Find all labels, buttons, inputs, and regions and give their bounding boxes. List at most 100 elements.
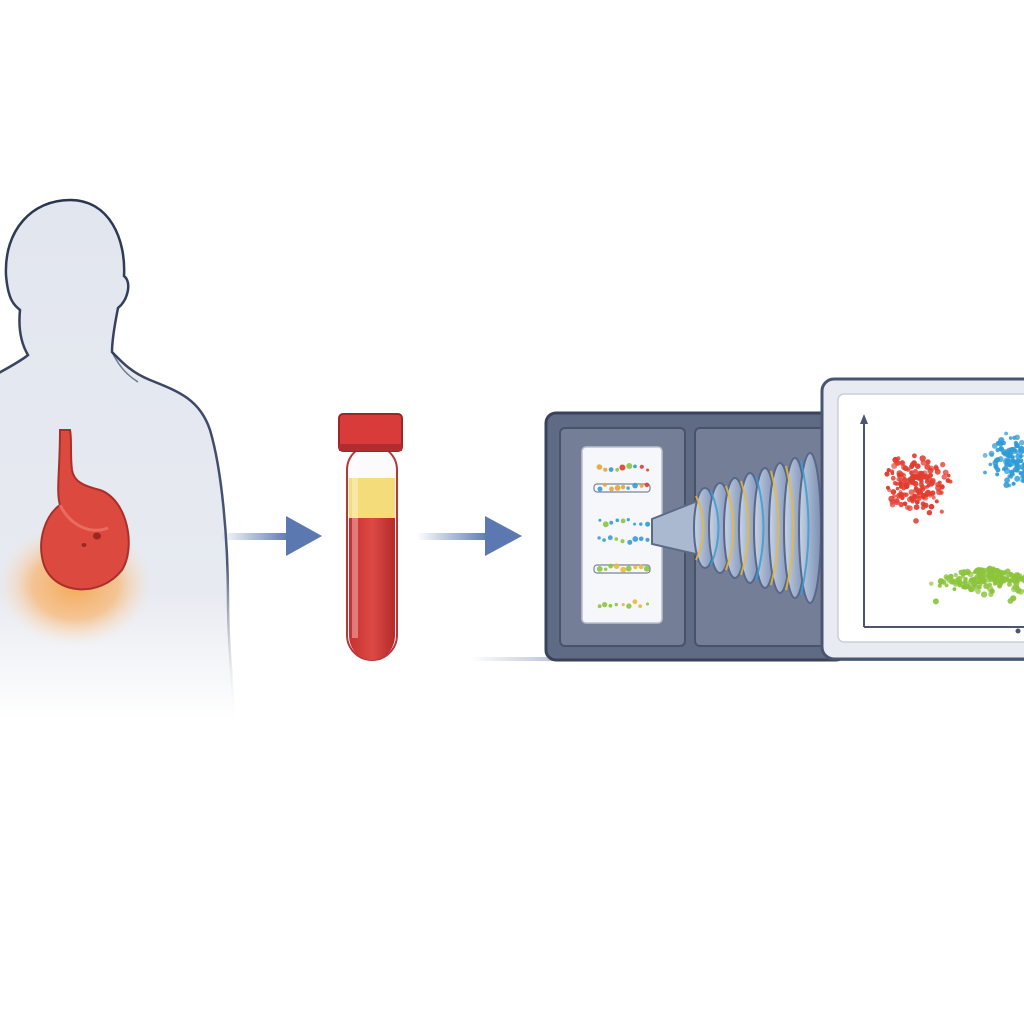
patient-body — [0, 198, 237, 722]
scatter-point-red — [906, 505, 913, 512]
scatter-point-green — [1011, 575, 1018, 582]
scatter-point-green — [975, 588, 981, 594]
patient-torso-stomach-icon — [0, 198, 237, 722]
scatter-point-red — [928, 465, 935, 472]
funnel-ring — [798, 452, 822, 604]
scatter-point-blue — [989, 453, 994, 457]
scatter-point-red — [913, 468, 918, 474]
stomach-icon — [40, 429, 130, 591]
scatter-point-blue — [1017, 448, 1023, 453]
scatter-point-red — [910, 495, 917, 502]
scatter-point-green — [982, 579, 987, 584]
scatter-point-blue — [1004, 461, 1010, 467]
scatter-point-red — [928, 503, 935, 510]
scatter-point-green — [1015, 585, 1020, 590]
scatter-point-blue — [1021, 474, 1024, 479]
scatter-point-red — [898, 501, 904, 508]
scatter-point-red — [896, 477, 901, 482]
scatter-point-red — [925, 485, 929, 489]
scatter-point-green — [1006, 572, 1012, 578]
scatter-point-green — [937, 583, 942, 588]
scatter-point-green — [969, 585, 976, 593]
scatter-point-red — [890, 489, 897, 495]
scatter-point-green — [998, 578, 1005, 585]
scatter-point-blue — [1003, 482, 1010, 488]
scatter-point-green — [988, 582, 992, 587]
scatter-point-red — [919, 490, 924, 495]
scatter-point-red — [899, 460, 905, 465]
scatter-point-red — [895, 486, 900, 491]
scatter-point-blue — [1013, 440, 1019, 446]
scatter-point-red — [939, 509, 944, 514]
mass-spectrometer-icon — [544, 411, 848, 662]
scatter-point-red — [896, 470, 903, 477]
scatter-point-red — [904, 492, 909, 497]
scatter-point-green — [973, 576, 978, 581]
scatter-point-red — [918, 481, 924, 488]
scatter-point-green — [965, 580, 971, 586]
scatter-point-green — [1010, 595, 1017, 602]
scatter-point-blue — [1021, 466, 1024, 471]
scatter-point-blue — [1014, 461, 1020, 467]
scatter-point-blue — [1014, 434, 1020, 440]
scatter-point-green — [949, 577, 956, 584]
scatter-point-red — [940, 461, 946, 468]
scatter-point-red — [887, 488, 892, 493]
scatter-point-red — [934, 499, 939, 504]
scatter-point-blue — [1003, 467, 1011, 475]
scatter-point-red — [948, 479, 953, 484]
scatter-point-green — [986, 565, 994, 572]
scatter-point-green — [961, 569, 967, 575]
scatter-point-red — [896, 493, 902, 499]
scatter-point-red — [908, 489, 915, 495]
scatter-point-blue — [1003, 452, 1007, 457]
scatter-point-green — [1000, 575, 1005, 581]
scatter-point-blue — [991, 443, 998, 449]
scatter-point-red — [909, 464, 915, 470]
scatter-point-red — [909, 471, 913, 475]
scatter-point-green — [956, 579, 963, 586]
scatter-point-green — [937, 578, 945, 585]
scatter-point-red — [890, 469, 895, 474]
scatter-point-green — [944, 583, 949, 588]
scatter-point-red — [892, 480, 898, 486]
scatter-point-green — [981, 591, 988, 598]
scatter-point-green — [1018, 576, 1024, 581]
scatter-point-red — [924, 479, 930, 485]
scatter-point-green — [932, 598, 939, 605]
scatter-point-red — [935, 484, 942, 492]
scatter-point-blue — [1004, 431, 1008, 436]
scatter-point-red — [904, 482, 909, 487]
scatter-point-green — [976, 584, 981, 589]
scatter-point-red — [906, 467, 911, 472]
scatter-point-red — [889, 499, 895, 505]
scatter-point-green — [1015, 579, 1021, 584]
scatter-point-blue — [1014, 475, 1021, 482]
scatter-point-green — [997, 583, 1002, 589]
scatter-point-green — [967, 571, 974, 578]
scatter-point-red — [898, 481, 903, 486]
scatter-point-green — [996, 569, 1002, 575]
scatter-point-red — [941, 474, 947, 480]
scatter-point-red — [925, 459, 931, 465]
scatter-point-red — [919, 455, 926, 462]
scatter-point-red — [884, 471, 890, 477]
scatter-point-red — [898, 490, 903, 495]
scatter-point-red — [934, 468, 941, 475]
scatter-point-blue — [982, 453, 988, 458]
scatter-point-green — [988, 571, 993, 577]
scatter-point-red — [946, 473, 951, 478]
scatter-point-green — [952, 587, 957, 591]
scatter-point-green — [929, 581, 934, 586]
scatter-point-green — [994, 574, 999, 579]
scatter-point-green — [987, 585, 994, 592]
scatter-point-red — [933, 464, 939, 469]
scatter-point-green — [953, 572, 958, 578]
scatter-point-blue — [1020, 478, 1024, 483]
scatter-point-green — [983, 575, 989, 581]
arrow-1 — [220, 516, 322, 556]
scatter-point-blue — [1010, 472, 1015, 477]
scatter-point-red — [929, 491, 935, 497]
scatter-point-red — [918, 470, 923, 475]
scatter-point-blue — [1018, 458, 1024, 464]
